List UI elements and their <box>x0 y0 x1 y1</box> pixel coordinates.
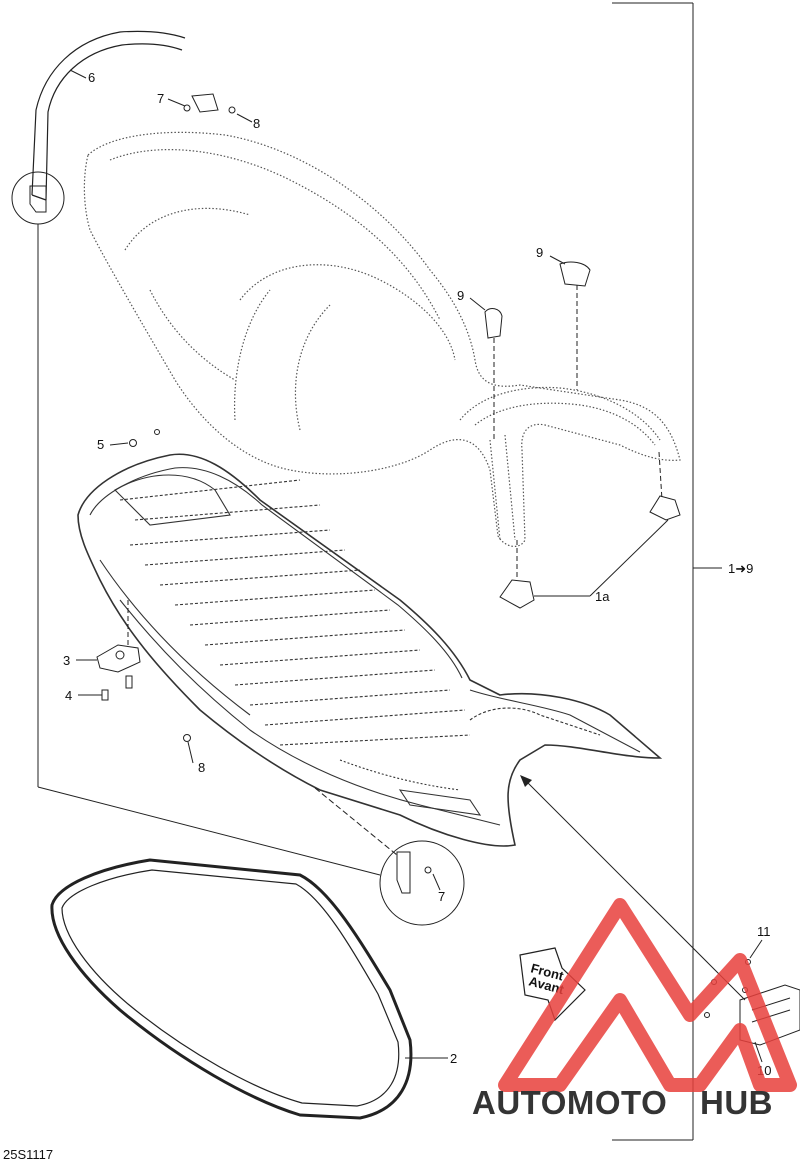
detail-circles <box>11 171 465 926</box>
callout-11: 11 <box>757 924 771 939</box>
assembly-bracket <box>612 2 722 1141</box>
strap <box>31 30 186 201</box>
front-arrow: Front Avant <box>519 775 746 1022</box>
callout-labels: 6 7 8 9 9 5 3 4 8 1a 1➜9 7 2 11 10 25S11… <box>3 70 771 1162</box>
seat-base <box>77 453 663 847</box>
callout-8: 8 <box>198 760 205 775</box>
drawing-code: 25S1117 <box>3 1147 53 1162</box>
watermark-logo: AUTOMOTO HUB <box>472 898 797 1121</box>
callout-6: 6 <box>88 70 95 85</box>
callout-4: 4 <box>65 688 72 703</box>
callout-8: 8 <box>253 116 260 131</box>
callout-9: 9 <box>536 245 543 260</box>
hardware-items <box>96 93 800 1046</box>
callout-7: 7 <box>438 889 445 904</box>
seat-cover <box>83 131 681 547</box>
callout-1a: 1a <box>595 589 610 604</box>
watermark-text-part2: HUB <box>700 1084 773 1121</box>
leader-lines <box>69 69 763 1063</box>
callout-5: 5 <box>97 437 104 452</box>
callout-3: 3 <box>63 653 70 668</box>
callout-1-to-9: 1➜9 <box>728 561 753 576</box>
seal <box>50 858 413 1120</box>
watermark-text-part1: AUTOMOTO <box>472 1084 667 1121</box>
callout-2: 2 <box>450 1051 457 1066</box>
callout-9: 9 <box>457 288 464 303</box>
callout-7: 7 <box>157 91 164 106</box>
